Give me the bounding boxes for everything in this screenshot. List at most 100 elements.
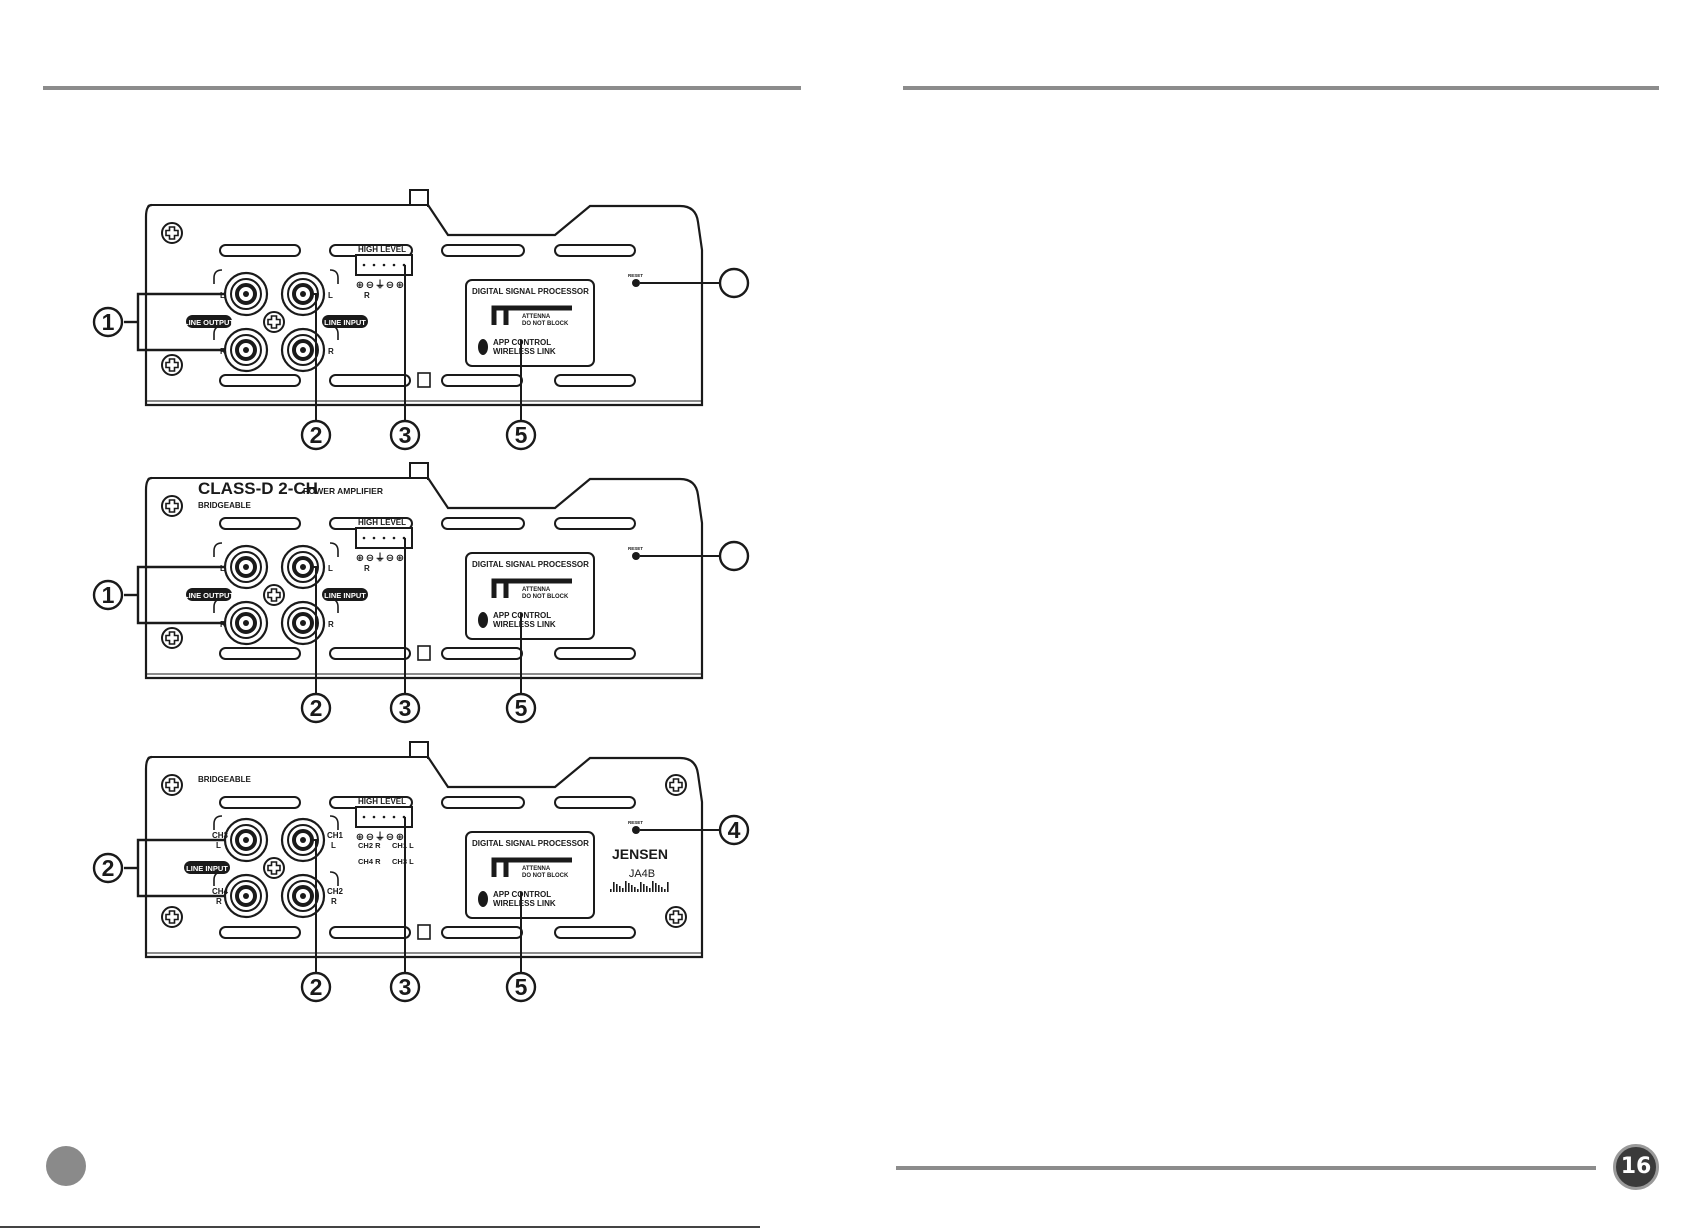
terminal-symbol: ⊖ [366, 280, 374, 291]
terminal-symbol: ⊕ [356, 553, 364, 564]
terminal-pin [362, 263, 366, 267]
high-level-label: HIGH LEVEL [358, 518, 406, 527]
screw-icon [665, 906, 687, 928]
level-meter-bar [619, 886, 621, 892]
bridgeable-label: BRIDGEABLE [198, 775, 252, 784]
rca-jack-icon [280, 873, 326, 919]
vent-slot [441, 926, 523, 939]
left-callout: 1 [92, 579, 124, 611]
terminal-label: CH4 R [358, 857, 381, 866]
jack-bracket [329, 325, 339, 340]
bottom-edge-line [0, 1226, 760, 1228]
level-meter-bar [664, 889, 666, 892]
reset-label: RESET [628, 273, 643, 278]
model-label: JA4B [629, 868, 655, 880]
wireless-link-label: WIRELESS LINK [493, 899, 556, 908]
terminal-symbol: ⊖ [366, 553, 374, 564]
panel-title-main: CLASS-D 2-CH [198, 479, 318, 498]
rca-jack-icon [280, 600, 326, 646]
line-output-label-pill [186, 315, 232, 328]
terminal-symbol: ⊖ [386, 280, 394, 291]
callout-high-level: 3 [389, 419, 421, 451]
vent-slot [219, 796, 301, 809]
level-meter-bar [643, 884, 645, 892]
high-level-label: HIGH LEVEL [358, 245, 406, 254]
antenna-label-2: DO NOT BLOCK [522, 873, 569, 879]
bottom-rule-right [896, 1166, 1596, 1170]
top-rule-right [903, 86, 1659, 90]
callout-jack: 2 [300, 692, 332, 724]
leader-2 [311, 566, 317, 694]
leader-2 [311, 293, 317, 421]
jack-bracket [213, 542, 223, 557]
wireless-link-label: WIRELESS LINK [493, 347, 556, 356]
callout-jack: 2 [300, 419, 332, 451]
screw-icon [161, 774, 183, 796]
vent-slot [554, 517, 636, 530]
terminal-symbol: ⊕ [356, 832, 364, 843]
rca-jack-icon [280, 271, 326, 317]
reset-callout [718, 267, 750, 299]
level-meter-bar [628, 883, 630, 892]
vent-slot [554, 796, 636, 809]
vent-slot [554, 244, 636, 257]
jack-out-label: L [220, 564, 225, 573]
callout-jack-label: 2 [310, 974, 323, 1000]
rca-jack-icon [280, 817, 326, 863]
fuse-notch [417, 924, 431, 940]
reset-callout: 4 [718, 814, 750, 846]
terminal-symbol: ⊕ [396, 553, 404, 564]
vent-slot [441, 517, 525, 530]
terminal-symbol: ⏚ [375, 279, 385, 291]
level-meter-bar [658, 885, 660, 892]
line-input-label-pill [184, 861, 230, 874]
jack-bracket [329, 871, 339, 886]
antenna-label-1: ATTENNA [522, 866, 551, 872]
terminal-symbol: ⏚ [375, 552, 385, 564]
antenna-label-1: ATTENNA [522, 314, 551, 320]
antenna-icon [491, 305, 572, 325]
vent-slot [554, 926, 636, 939]
bluetooth-icon [478, 339, 488, 355]
jack-out-label: R [220, 620, 226, 629]
dsp-title: DIGITAL SIGNAL PROCESSOR [472, 839, 589, 848]
jack-in-label: R [328, 620, 334, 629]
callout-dsp-label: 5 [515, 695, 528, 721]
screw-icon [263, 584, 285, 606]
jack-bracket [213, 598, 223, 613]
callout-jack: 2 [300, 971, 332, 1003]
bluetooth-icon [478, 891, 488, 907]
high-level-label: HIGH LEVEL [358, 797, 406, 806]
left-callout-label: 1 [102, 309, 115, 335]
screw-icon [263, 311, 285, 333]
level-meter-bar [610, 889, 612, 892]
line-input-label: LINE INPUT [324, 591, 366, 600]
jack-bracket [329, 542, 339, 557]
left-callout-label: 1 [102, 582, 115, 608]
screw-icon [161, 354, 183, 376]
housing-outline [144, 755, 704, 959]
callout-jack-label: 2 [310, 695, 323, 721]
app-control-label: APP CONTROL [493, 611, 551, 620]
callout-high-level: 3 [389, 692, 421, 724]
rca-jack-icon [223, 271, 269, 317]
screw-icon [263, 857, 285, 879]
callout-high-level-label: 3 [399, 695, 412, 721]
jack-left-label: L [216, 841, 221, 850]
level-meter-bar [646, 886, 648, 892]
level-meter-bar [622, 888, 624, 892]
screw-icon [161, 222, 183, 244]
terminal-pin [392, 536, 396, 540]
jack-in-label: R [328, 347, 334, 356]
antenna-icon [491, 857, 572, 877]
app-control-label: APP CONTROL [493, 890, 551, 899]
terminal-pin [362, 815, 366, 819]
dsp-panel [465, 279, 595, 367]
level-meter-bar [652, 881, 654, 892]
level-meter-bar [667, 882, 669, 892]
screw-icon [161, 495, 183, 517]
left-callout: 1 [92, 306, 124, 338]
